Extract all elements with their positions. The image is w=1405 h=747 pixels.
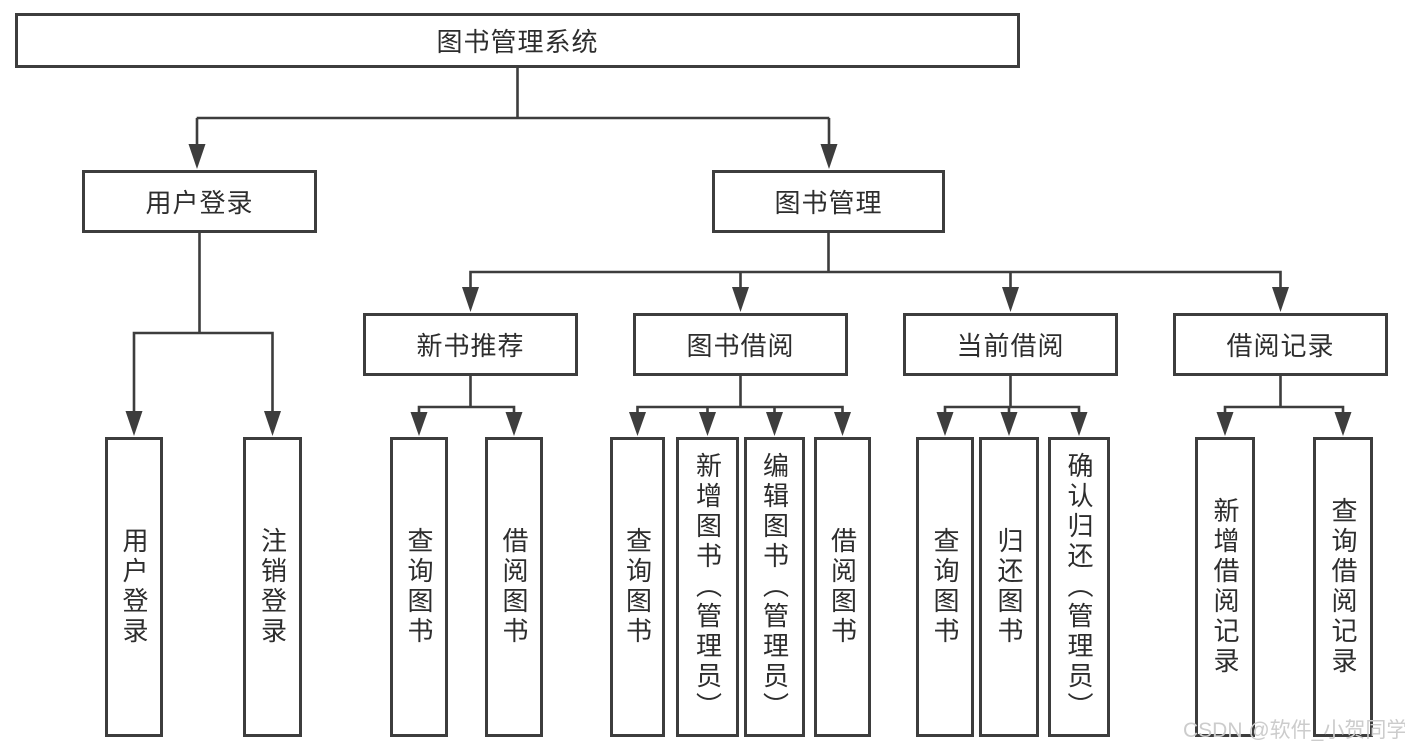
node-borrow-record: 借阅记录 xyxy=(1173,313,1388,376)
node-book-management: 图书管理 xyxy=(712,170,945,233)
arrow-down-icon xyxy=(629,412,646,436)
connector-current-borrow xyxy=(936,376,1088,436)
arrow-down-icon xyxy=(505,412,523,436)
arrow-down-icon xyxy=(1216,412,1234,436)
leaf-user-login: 用户登录 xyxy=(105,437,163,737)
arrow-down-icon xyxy=(1002,287,1019,312)
arrow-down-icon xyxy=(188,144,206,169)
leaf-logout: 注销登录 xyxy=(243,437,302,737)
node-user-login: 用户登录 xyxy=(82,170,317,233)
connector-borrow-record xyxy=(1216,376,1352,436)
arrow-down-icon xyxy=(264,411,281,436)
leaf-return-books: 归还图书 xyxy=(979,437,1039,737)
arrow-down-icon xyxy=(1000,412,1018,436)
leaf-add-books-admin: 新增图书（管理员） xyxy=(676,437,739,737)
node-book-borrow: 图书借阅 xyxy=(633,313,848,376)
node-library-management-system: 图书管理系统 xyxy=(15,13,1020,68)
arrow-down-icon xyxy=(125,411,143,436)
node-new-book-recommend: 新书推荐 xyxy=(363,313,578,376)
arrow-down-icon xyxy=(766,412,783,436)
leaf-query-borrow-record: 查询借阅记录 xyxy=(1313,437,1373,737)
arrow-down-icon xyxy=(936,412,954,436)
arrow-down-icon xyxy=(410,412,428,436)
node-current-borrow: 当前借阅 xyxy=(903,313,1118,376)
leaf-borrow-books-recommend: 借阅图书 xyxy=(485,437,543,737)
arrow-down-icon xyxy=(699,412,716,436)
leaf-borrow-books: 借阅图书 xyxy=(814,437,871,737)
leaf-query-books-borrow: 查询图书 xyxy=(610,437,665,737)
arrow-down-icon xyxy=(1272,287,1289,312)
arrow-down-icon xyxy=(732,287,749,312)
arrow-down-icon xyxy=(1070,412,1088,436)
arrow-down-icon xyxy=(462,287,479,312)
watermark: CSDN @软件_小贺同学 xyxy=(1183,719,1405,742)
leaf-query-books-recommend: 查询图书 xyxy=(390,437,448,737)
leaf-add-borrow-record: 新增借阅记录 xyxy=(1195,437,1255,737)
arrow-down-icon xyxy=(820,144,838,169)
connector-book-management xyxy=(462,233,1289,312)
connector-user-login xyxy=(125,233,281,436)
leaf-query-books-current: 查询图书 xyxy=(916,437,974,737)
connector-book-borrow xyxy=(629,376,851,436)
leaf-confirm-return-admin: 确认归还（管理员） xyxy=(1048,437,1110,737)
connector-new-book xyxy=(410,376,523,436)
arrow-down-icon xyxy=(1334,412,1352,436)
connector-root xyxy=(188,68,838,169)
arrow-down-icon xyxy=(834,412,851,436)
leaf-edit-books-admin: 编辑图书（管理员） xyxy=(744,437,805,737)
